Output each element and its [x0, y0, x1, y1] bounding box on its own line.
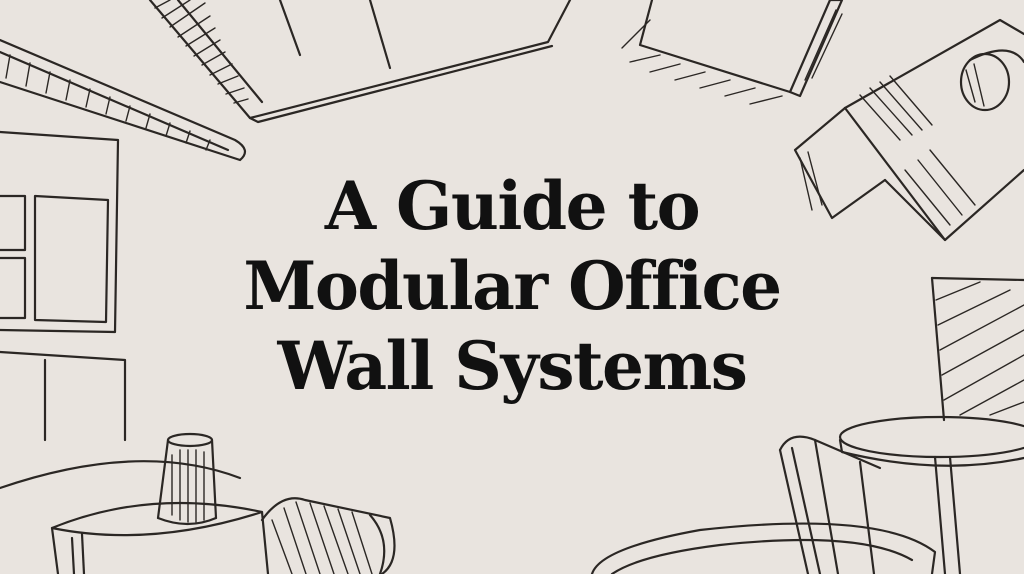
- title-line-1: A Guide to: [324, 167, 701, 245]
- folder-sketch: [148, 0, 572, 124]
- chair-sketch: [590, 435, 937, 574]
- box-sketch: [621, 0, 844, 105]
- cup-sketch: [156, 432, 218, 526]
- side-table-sketch: [838, 415, 1024, 574]
- round-table-sketch: [0, 460, 270, 574]
- roof-beam-sketch: [0, 38, 247, 162]
- rolled-fabric-sketch: [260, 497, 396, 574]
- title-block: A Guide to Modular Office Wall Systems: [212, 166, 812, 406]
- wall-panel-sketch: [0, 130, 127, 442]
- partition-panel-sketch: [930, 276, 1024, 422]
- title-line-2: Modular Office: [243, 247, 782, 325]
- title-line-3: Wall Systems: [277, 327, 748, 405]
- paper-roll-sketch: [793, 18, 1024, 242]
